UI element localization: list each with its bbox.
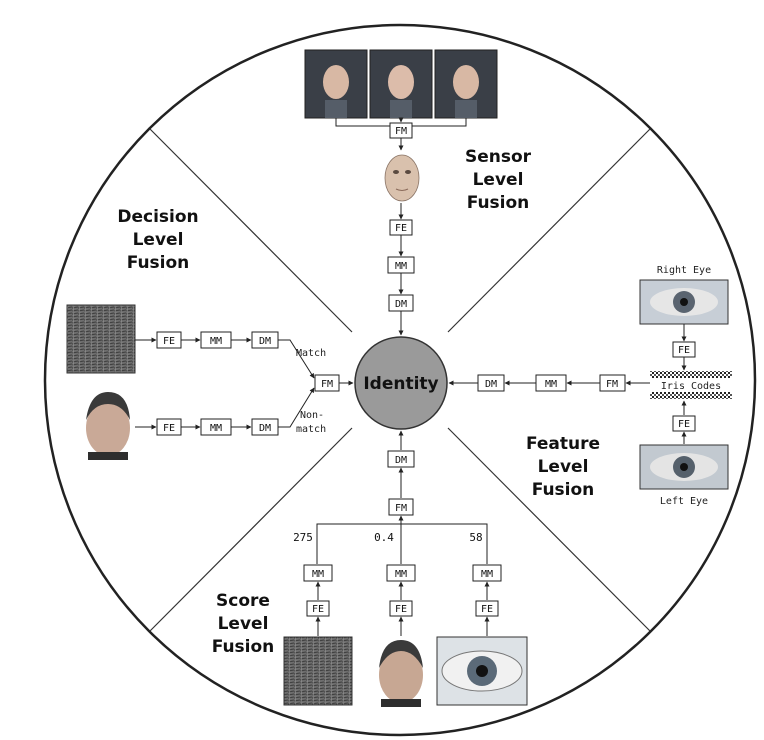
face-photo-center [369, 49, 433, 119]
score-mm-box-1 [303, 564, 333, 582]
feature-title-line2: Level [538, 457, 589, 477]
score-mm-label-1: MM [312, 569, 324, 580]
decision-fe-label-2: FE [163, 423, 175, 434]
feature-fe-label-bottom: FE [678, 419, 690, 430]
decision-dm-label-2: DM [259, 423, 271, 434]
feature-title-line3: Fusion [532, 480, 595, 500]
score-fe-box-2 [389, 600, 413, 617]
decision-level-branch: FE MM DM FE MM DM FM Match Non- match [66, 304, 354, 460]
score-dm-box [387, 450, 415, 468]
right-eye-image [639, 279, 729, 325]
sensor-fm-label: FM [395, 126, 407, 137]
decision-mm-label-2: MM [210, 423, 222, 434]
score-mm-box-2 [386, 564, 416, 582]
sensor-level-branch: FM FE MM DM [304, 49, 498, 336]
score-mm-label-2: MM [395, 569, 407, 580]
score-fe-label-1: FE [312, 604, 324, 615]
divider-bottom-right [447, 427, 651, 632]
face-image-left [86, 392, 130, 460]
decision-fm-label: FM [321, 379, 333, 390]
decision-title-line3: Fusion [127, 253, 190, 273]
iris-codes-label: Iris Codes [661, 381, 721, 392]
feature-fe-label-top: FE [678, 345, 690, 356]
score-mm-box-3 [472, 564, 502, 582]
score-fe-box-3 [475, 600, 499, 617]
sensor-title-line2: Level [473, 170, 524, 190]
sensor-title-line1: Sensor [465, 147, 532, 167]
score-mm-label-3: MM [481, 569, 493, 580]
feature-title-line1: Feature [526, 434, 600, 454]
score-title-line3: Fusion [212, 637, 275, 657]
score-value-fingerprint: 275 [293, 531, 313, 544]
feature-level-branch: Right Eye FE Iris Codes FE Left Eye FM [448, 265, 732, 507]
decision-mm-label-1: MM [210, 336, 222, 347]
score-face-image [379, 640, 423, 707]
score-fe-label-3: FE [481, 604, 493, 615]
fingerprint-image [66, 304, 136, 374]
divider-top-left [149, 128, 353, 333]
left-eye-image [639, 444, 729, 490]
sensor-dm-label: DM [395, 299, 407, 310]
score-fe-label-2: FE [395, 604, 407, 615]
decision-fe-label-1: FE [163, 336, 175, 347]
identity-node [354, 336, 448, 430]
divider-top-right [447, 128, 651, 333]
feature-fe-box-bottom [672, 415, 696, 432]
score-dm-label: DM [395, 455, 407, 466]
score-fe-box-1 [306, 600, 330, 617]
score-title-line1: Score [216, 591, 270, 611]
face-photo-right [434, 49, 498, 119]
score-fm-box [388, 498, 414, 516]
left-eye-label: Left Eye [660, 496, 708, 507]
decision-title-line2: Level [133, 230, 184, 250]
face-photo-left [304, 49, 368, 119]
feature-fm-label: FM [606, 379, 618, 390]
iris-code-bar-top [650, 371, 732, 378]
identity-label: Identity [363, 374, 438, 394]
feature-dm-label: DM [485, 379, 497, 390]
right-eye-label: Right Eye [657, 265, 711, 276]
sensor-fe-label: FE [395, 223, 407, 234]
decision-dm-label-1: DM [259, 336, 271, 347]
score-eye-image [436, 636, 528, 706]
3d-face-model [384, 154, 420, 202]
non-match-label-line2: match [296, 424, 326, 435]
feature-mm-label: MM [545, 379, 557, 390]
score-level-branch: DM FM 275 0.4 58 MM MM MM FE FE FE [283, 430, 528, 707]
score-value-face: 0.4 [374, 531, 394, 544]
match-label: Match [296, 348, 326, 359]
non-match-label-line1: Non- [300, 410, 324, 421]
iris-code-bar-bottom [650, 392, 732, 399]
score-title-line2: Level [218, 614, 269, 634]
decision-title-line1: Decision [117, 207, 198, 227]
score-fm-label: FM [395, 503, 407, 514]
score-fingerprint-image [283, 636, 353, 706]
sensor-title-line3: Fusion [467, 193, 530, 213]
sensor-mm-label: MM [395, 261, 407, 272]
score-value-iris: 58 [469, 531, 482, 544]
divider-bottom-left [149, 427, 353, 632]
